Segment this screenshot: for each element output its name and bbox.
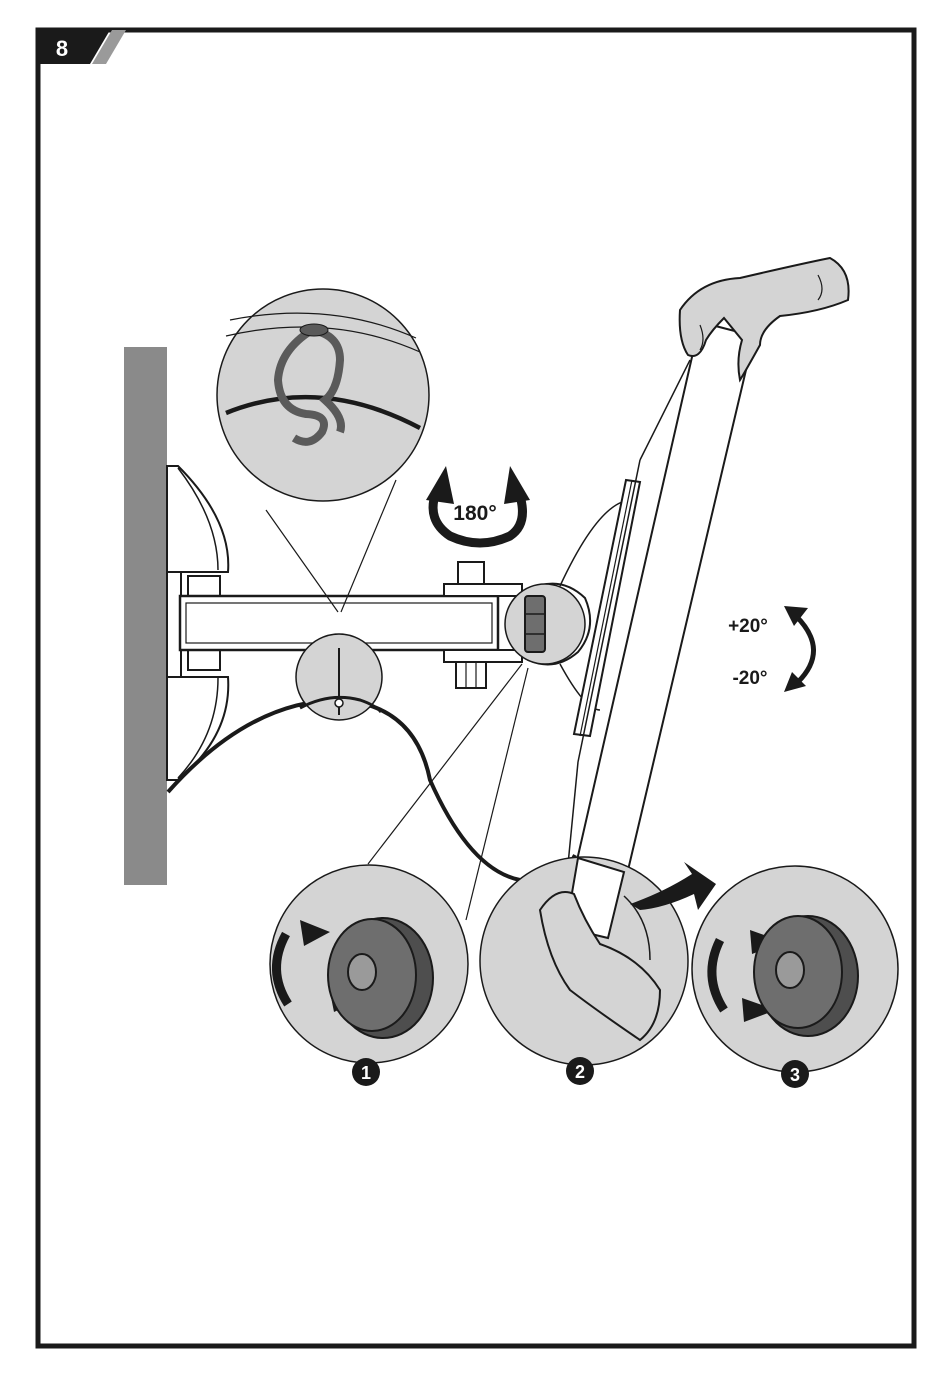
step-number-3: 3 <box>790 1065 800 1085</box>
tilt-up-label: +20° <box>728 616 768 637</box>
step-number-2: 2 <box>575 1062 585 1082</box>
wall <box>124 347 167 885</box>
cable-clip-icon <box>217 289 429 501</box>
step-badge-3: 3 <box>781 1060 809 1088</box>
tilt-down-label: -20° <box>732 668 767 689</box>
knob-loosen-icon <box>270 865 468 1063</box>
tilt-knob-detail <box>505 584 585 664</box>
cable-clip-detail <box>296 634 382 720</box>
step-badge-1: 1 <box>352 1058 380 1086</box>
page-number-tab: 8 <box>38 30 126 64</box>
knob-tighten-icon <box>692 866 898 1072</box>
swivel-label: 180° <box>453 502 496 525</box>
tilt-arrow-icon <box>784 606 814 692</box>
step-number-1: 1 <box>361 1063 371 1083</box>
page-number: 8 <box>56 36 68 61</box>
hand-tilt-icon <box>480 857 716 1065</box>
step-badge-2: 2 <box>566 1057 594 1085</box>
tv-screen <box>562 322 754 938</box>
